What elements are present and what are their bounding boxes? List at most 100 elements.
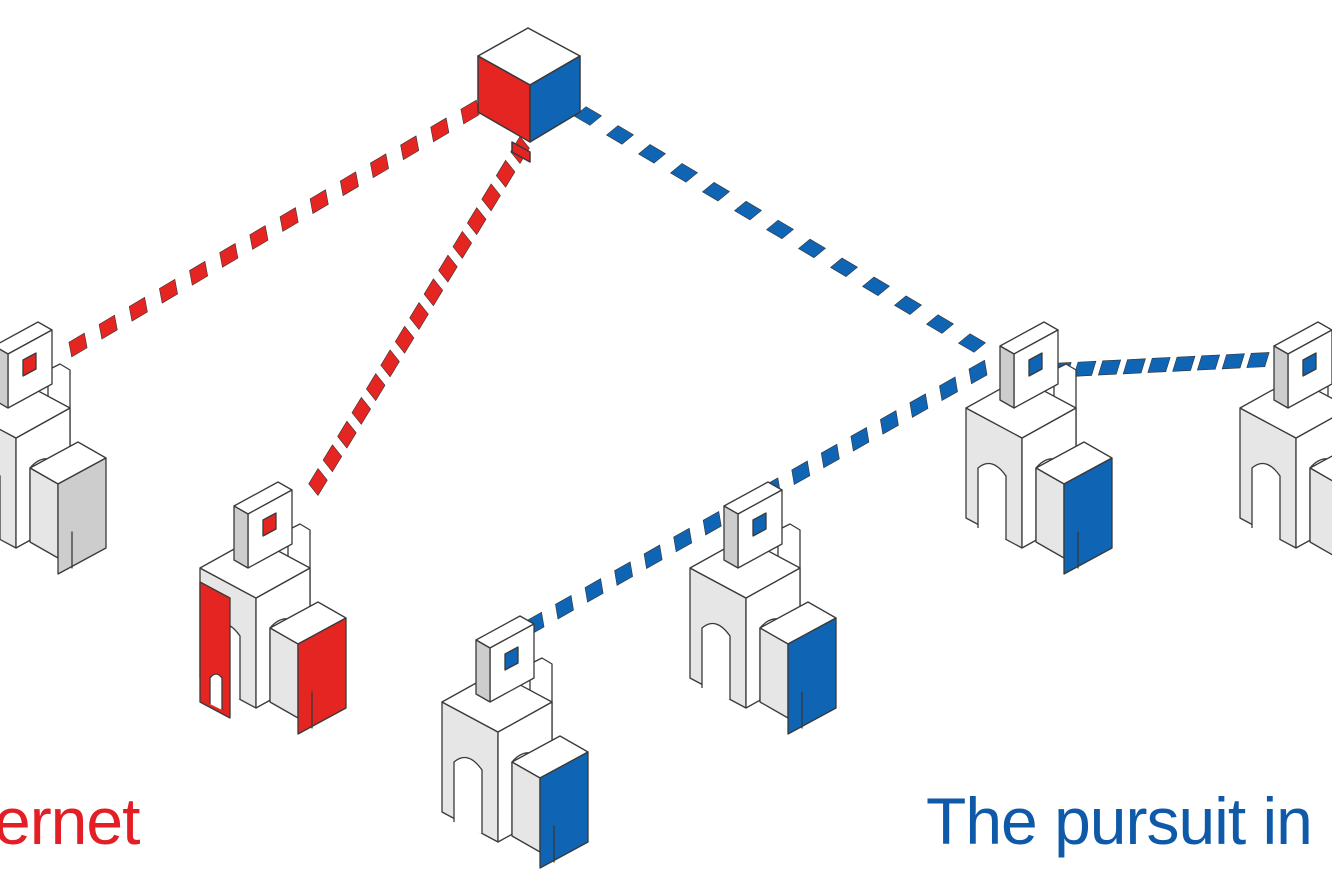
figure-center-accent-panel <box>787 617 837 735</box>
link-hub-to-red-figure-dash <box>322 444 343 473</box>
link-hub-to-red-figure-dash <box>495 159 516 188</box>
figure-red-eye-dot <box>262 512 277 537</box>
link-right-to-right-edge-dash <box>1097 359 1122 376</box>
link-hub-to-red-figure-dash <box>351 396 371 425</box>
figure-right-chair-rail <box>1035 467 1065 559</box>
link-hub-to-right-figure-dash <box>733 200 763 221</box>
link-hub-to-left-edge-dash <box>98 314 118 340</box>
link-hub-to-right-figure-dash <box>957 333 987 353</box>
figure-right-eye-dot <box>1028 352 1043 377</box>
link-hub-to-left-edge-dash <box>279 207 299 232</box>
link-front-to-right-figure-dash <box>791 460 811 486</box>
link-hub-to-left-edge-dash <box>68 332 88 358</box>
link-hub-to-right-figure-dash <box>829 257 859 277</box>
figure-left-edge-chair-rail <box>29 467 59 559</box>
link-hub-to-right-figure-dash <box>669 163 699 183</box>
link-hub-to-left-edge-dash <box>430 117 450 143</box>
figure-right-edge-head-side <box>1273 345 1289 409</box>
figures-layer <box>0 321 1332 869</box>
link-hub-to-red-figure-dash <box>467 207 487 236</box>
figure-red-head-side <box>233 505 249 569</box>
link-front-to-right-figure-dash <box>909 393 929 418</box>
figure-left-edge <box>0 321 107 575</box>
figure-right-head-side <box>999 345 1015 409</box>
link-front-to-right-figure-dash <box>643 544 663 570</box>
link-hub-to-right-figure-dash <box>765 219 795 240</box>
figure-front-accent-panel <box>539 751 589 869</box>
link-hub-to-red-figure-dash <box>423 278 444 307</box>
link-front-to-right-figure-dash <box>939 376 958 402</box>
link-hub-to-red-figure-dash <box>308 467 328 497</box>
figure-red <box>199 481 347 735</box>
link-right-to-right-edge-dash <box>1246 352 1270 368</box>
link-hub-to-right-figure-dash <box>701 182 731 202</box>
link-hub-to-right-figure-dash <box>893 295 923 315</box>
figure-red-red-leg-notch <box>209 673 223 710</box>
figure-red-chair-rail <box>269 627 299 719</box>
link-hub-to-left-edge-dash <box>249 225 269 250</box>
link-hub-to-right-figure-dash <box>605 125 635 145</box>
figure-right-leg-gap-front <box>977 462 1007 540</box>
figure-left-edge-eye-dot <box>22 352 37 377</box>
figure-right-edge-chair-rail <box>1309 467 1332 556</box>
hub-cube-stub <box>511 141 531 163</box>
figure-center-eye-dot <box>752 512 767 537</box>
link-front-to-right-figure-dash <box>820 443 840 469</box>
link-hub-to-right-figure-dash <box>861 276 891 296</box>
link-right-to-right-edge-dash <box>1122 358 1146 375</box>
caption-right: The pursuit in <box>926 784 1313 858</box>
link-hub-to-red-figure-dash <box>409 301 429 331</box>
link-right-to-right-edge-dash <box>1073 360 1097 377</box>
link-hub-to-right-figure-dash <box>925 314 955 334</box>
figure-center-leg-gap-front <box>701 622 731 700</box>
link-hub-to-left-edge-dash <box>370 153 389 179</box>
figure-right-edge-eye-dot <box>1302 352 1317 377</box>
hub-cube <box>477 27 581 163</box>
figure-center-head-side <box>723 505 739 569</box>
link-hub-to-left-edge-dash <box>189 260 209 286</box>
figure-front-leg-gap-front <box>453 756 483 834</box>
hub-layer <box>477 27 581 163</box>
figure-left-edge-accent-panel <box>57 457 107 575</box>
link-hub-to-right-figure <box>573 106 987 353</box>
link-front-to-right-figure-dash <box>880 410 899 435</box>
link-hub-to-left-edge-dash <box>128 296 148 322</box>
link-hub-to-red-figure-dash <box>438 254 458 283</box>
link-hub-to-left-edge-dash <box>400 135 420 161</box>
figure-front-head-side <box>475 639 491 703</box>
link-front-to-right-figure-dash <box>614 561 633 586</box>
figure-left-edge-head-side <box>0 348 9 409</box>
link-hub-to-red-figure-dash <box>337 420 357 449</box>
link-right-to-right-edge-dash <box>1196 354 1221 371</box>
link-hub-to-left-edge-dash <box>460 99 480 125</box>
link-hub-to-right-figure-dash <box>797 238 827 259</box>
link-front-to-right-figure-dash <box>968 359 988 385</box>
link-front-to-right-figure-dash <box>555 594 574 620</box>
figure-red-accent-panel <box>297 617 347 735</box>
link-front-to-right-figure-dash <box>584 578 604 603</box>
link-hub-to-left-edge-dash <box>309 189 329 214</box>
link-hub-to-red-figure-dash <box>366 373 386 402</box>
link-hub-to-left-edge-dash <box>339 171 359 197</box>
hub-cube-right <box>529 55 581 143</box>
figure-front-chair-rail <box>511 761 541 853</box>
link-front-to-right-figure <box>525 359 988 637</box>
link-right-to-right-edge <box>1048 352 1270 378</box>
link-front-to-right-figure-dash <box>850 426 870 452</box>
link-hub-to-red-figure-dash <box>481 183 501 212</box>
link-front-to-right-figure-dash <box>673 527 693 553</box>
link-right-to-right-edge-dash <box>1221 353 1245 370</box>
figure-front-eye-dot <box>504 646 519 671</box>
link-front-to-right-figure-dash <box>702 510 722 536</box>
figure-right-edge-leg-gap-front <box>1251 462 1281 540</box>
connections-layer <box>68 99 1270 637</box>
link-hub-to-left-edge <box>68 99 480 358</box>
figure-right-accent-panel <box>1063 457 1113 575</box>
figure-right <box>965 321 1113 575</box>
link-right-to-right-edge-dash <box>1172 355 1196 372</box>
link-hub-to-left-edge-dash <box>159 278 178 304</box>
link-hub-to-red-figure <box>308 135 530 497</box>
link-hub-to-red-figure-dash <box>452 230 472 259</box>
figure-right-edge <box>1239 321 1332 556</box>
